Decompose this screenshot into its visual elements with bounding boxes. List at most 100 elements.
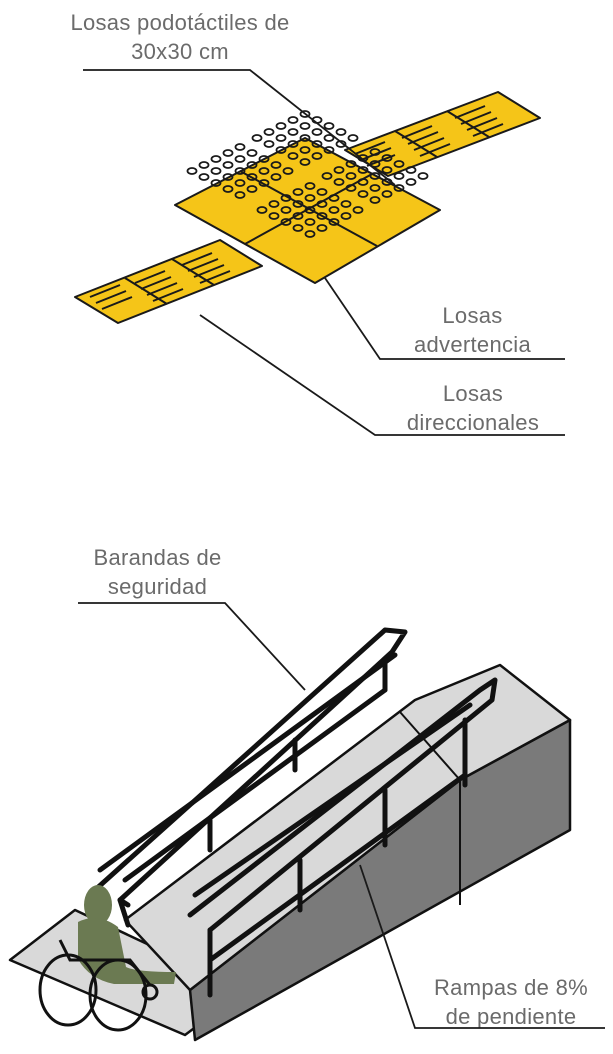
tiles-title-line1: Losas podotáctiles de xyxy=(70,10,290,35)
warning-dot xyxy=(222,173,234,181)
warning-dot xyxy=(222,161,234,169)
warning-dot xyxy=(251,134,263,142)
warning-dot xyxy=(323,146,335,154)
tiles-title-label: Losas podotáctiles de 30x30 cm xyxy=(25,8,335,66)
warning-dot xyxy=(292,224,304,232)
warning-dot xyxy=(393,184,405,192)
directional-strip-lower xyxy=(74,239,263,324)
warning-dot xyxy=(369,184,381,192)
warning-dots xyxy=(186,110,429,238)
warning-dot xyxy=(316,212,328,220)
warning-dot xyxy=(280,194,292,202)
warning-dot xyxy=(369,160,381,168)
warning-dot xyxy=(335,140,347,148)
warning-dot xyxy=(280,218,292,226)
warning-dot xyxy=(246,149,258,157)
warning-dot xyxy=(299,146,311,154)
ramp xyxy=(8,663,572,1042)
warning-dot xyxy=(270,161,282,169)
ramp-label: Rampas de 8% de pendiente xyxy=(412,973,610,1031)
warning-dot xyxy=(198,161,210,169)
warning-dot xyxy=(381,190,393,198)
warning-dot xyxy=(292,200,304,208)
ramp-line2: de pendiente xyxy=(445,1004,577,1029)
warning-dot xyxy=(304,230,316,238)
warning-dot xyxy=(369,172,381,180)
warning-dot xyxy=(381,166,393,174)
warning-dot xyxy=(417,172,429,180)
warning-dot xyxy=(234,191,246,199)
warning-dot xyxy=(357,190,369,198)
warning-dot xyxy=(292,212,304,220)
warning-tiles-label: Losas advertencia xyxy=(380,301,565,359)
warning-dot xyxy=(234,155,246,163)
warning-dot xyxy=(258,179,270,187)
warning-dot xyxy=(275,122,287,130)
warning-tiles-line2: advertencia xyxy=(413,332,532,357)
warning-dot xyxy=(335,128,347,136)
warning-dot xyxy=(234,167,246,175)
directional-tiles-line2: direccionales xyxy=(406,410,540,435)
railings-line2: seguridad xyxy=(107,574,208,599)
warning-dot xyxy=(347,134,359,142)
warning-dot xyxy=(304,206,316,214)
warning-dot xyxy=(263,128,275,136)
warning-dot xyxy=(304,182,316,190)
warning-dot xyxy=(246,185,258,193)
warning-dot xyxy=(292,188,304,196)
ramp-line1: Rampas de 8% xyxy=(433,975,588,1000)
warning-dot xyxy=(369,196,381,204)
warning-dot xyxy=(304,194,316,202)
warning-dot xyxy=(210,167,222,175)
warning-dot xyxy=(186,167,198,175)
warning-dot xyxy=(234,179,246,187)
warning-dot xyxy=(323,134,335,142)
warning-dot xyxy=(328,206,340,214)
warning-dot xyxy=(393,160,405,168)
warning-dot xyxy=(246,161,258,169)
wheelchair-user xyxy=(38,885,176,1032)
warning-dot xyxy=(287,152,299,160)
tiles-title-line2: 30x30 cm xyxy=(131,39,229,64)
warning-dot xyxy=(328,218,340,226)
warning-dot xyxy=(299,122,311,130)
warning-dot xyxy=(323,122,335,130)
warning-dot xyxy=(282,167,294,175)
warning-dot xyxy=(369,148,381,156)
warning-dot xyxy=(263,140,275,148)
warning-dot xyxy=(381,154,393,162)
warning-dot xyxy=(357,166,369,174)
warning-dot xyxy=(321,172,333,180)
railings-line1: Barandas de xyxy=(93,545,222,570)
directional-tiles-line1: Losas xyxy=(442,381,504,406)
warning-dot xyxy=(345,172,357,180)
warning-dot xyxy=(275,134,287,142)
warning-dot xyxy=(246,173,258,181)
warning-dot xyxy=(299,134,311,142)
warning-dot xyxy=(357,154,369,162)
directional-tiles-label: Losas direccionales xyxy=(378,379,568,437)
warning-dot xyxy=(299,110,311,118)
warning-dot xyxy=(287,116,299,124)
warning-dot xyxy=(316,224,328,232)
warning-dot xyxy=(405,178,417,186)
warning-dot xyxy=(311,128,323,136)
warning-dot xyxy=(210,155,222,163)
ramp-leader-lines xyxy=(78,602,605,1029)
safety-railings xyxy=(92,627,498,998)
railings-label: Barandas de seguridad xyxy=(70,543,245,601)
directional-ridges xyxy=(89,105,504,310)
warning-tiles-line1: Losas xyxy=(442,303,503,328)
warning-dot xyxy=(340,200,352,208)
warning-dot xyxy=(268,200,280,208)
warning-dot xyxy=(333,166,345,174)
warning-dot xyxy=(357,178,369,186)
warning-dot xyxy=(328,194,340,202)
warning-dot xyxy=(198,173,210,181)
warning-dot xyxy=(287,140,299,148)
warning-dot xyxy=(352,206,364,214)
warning-dot xyxy=(311,140,323,148)
warning-dot xyxy=(393,172,405,180)
warning-dot xyxy=(234,143,246,151)
